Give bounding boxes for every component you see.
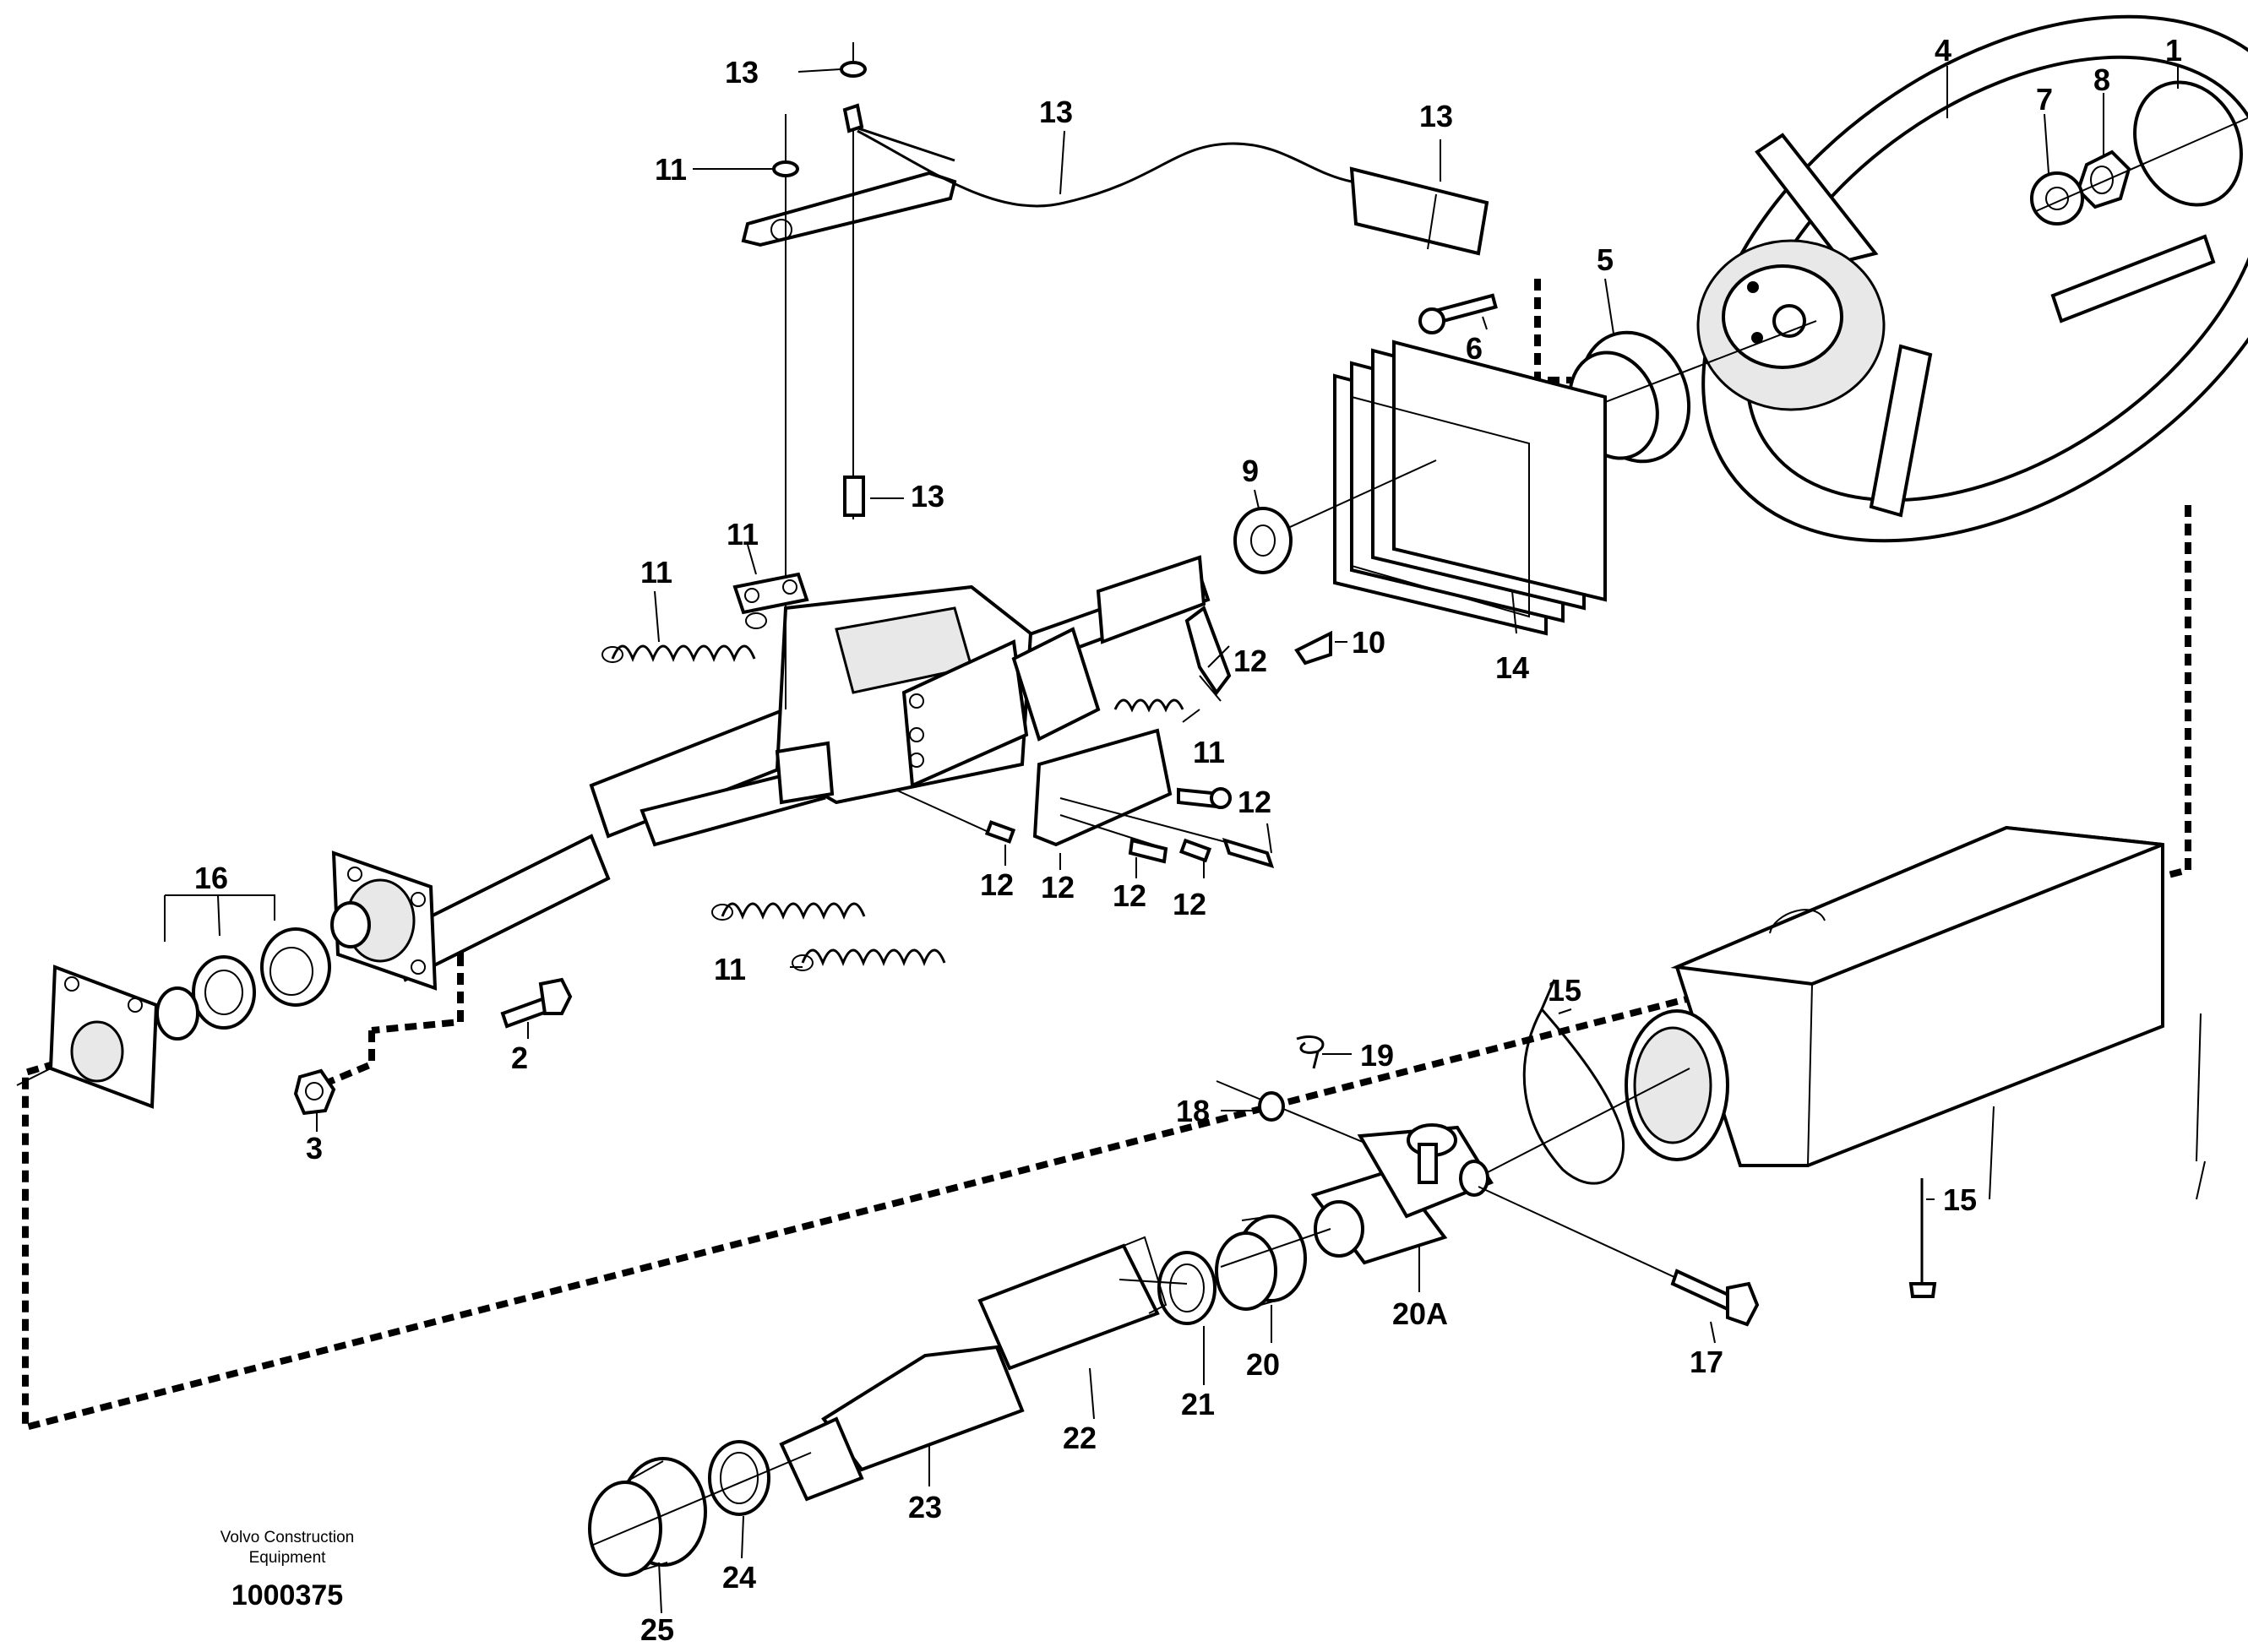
callout-24: 24	[722, 1560, 756, 1595]
callout-2: 2	[511, 1041, 528, 1075]
callout-11e: 11	[714, 952, 746, 986]
universal-joint	[1310, 1123, 1494, 1265]
column-cover	[1625, 825, 2164, 1167]
callout-13c: 13	[1419, 99, 1453, 133]
callout-12b: 12	[1238, 785, 1271, 819]
control-cable	[852, 125, 1353, 208]
callout-18: 18	[1176, 1094, 1210, 1128]
bolt-2	[500, 977, 573, 1029]
callout-22: 22	[1063, 1421, 1097, 1455]
callout-11a: 11	[655, 152, 687, 187]
callout-12d: 12	[1041, 870, 1075, 905]
callout-19: 19	[1360, 1038, 1394, 1073]
clip	[1296, 1035, 1325, 1069]
callout-11c: 11	[640, 555, 672, 590]
callout-12f: 12	[1173, 887, 1206, 921]
callout-25: 25	[640, 1612, 674, 1647]
callout-12a: 12	[1233, 644, 1267, 678]
callout-11d: 11	[1193, 735, 1225, 769]
ring-21	[1157, 1251, 1217, 1325]
callout-14: 14	[1495, 650, 1529, 685]
callout-11b: 11	[727, 517, 759, 552]
callout-15a: 15	[1548, 973, 1581, 1008]
publisher-name-line1: Volvo Construction	[220, 1529, 354, 1546]
leader-lines	[217, 66, 2206, 1614]
callout-10: 10	[1352, 625, 1385, 660]
publisher-footer: Volvo Construction Equipment 1000375	[220, 1529, 354, 1611]
flange-and-bearings	[48, 850, 438, 1109]
callout-13d: 13	[911, 479, 944, 514]
steering-column	[386, 555, 1211, 982]
callout-9: 9	[1242, 454, 1259, 488]
toothed-sector	[1032, 728, 1173, 847]
washer	[1233, 507, 1293, 574]
callout-6: 6	[1466, 331, 1483, 366]
bearing-20	[1215, 1215, 1307, 1311]
washer-18	[1258, 1091, 1285, 1122]
callout-12e: 12	[1113, 878, 1146, 913]
cable-tie	[1522, 1008, 1625, 1185]
ring-24	[708, 1440, 770, 1516]
callout-13b: 13	[1039, 95, 1073, 129]
callout-13a: 13	[725, 55, 759, 90]
callout-5: 5	[1597, 242, 1614, 277]
callout-20: 20	[1246, 1347, 1280, 1382]
nut-3	[293, 1068, 336, 1116]
callout-21: 21	[1181, 1387, 1215, 1421]
callout-8: 8	[2093, 62, 2110, 97]
callout-15b: 15	[1943, 1182, 1977, 1217]
drawing-number: 1000375	[231, 1579, 343, 1611]
callout-16: 16	[194, 861, 228, 895]
key	[1294, 630, 1332, 666]
callout-17: 17	[1690, 1345, 1723, 1379]
callout-12c: 12	[980, 867, 1014, 902]
bushing-25	[588, 1457, 707, 1577]
inner-shaft	[779, 1236, 1168, 1502]
lever-arm	[741, 171, 957, 247]
pins-and-bolts	[895, 787, 1275, 869]
callout-7: 7	[2036, 82, 2053, 117]
callout-labels: 1 4 8 7 5 6 13 13 13 13 11 9 10 14 11 11…	[194, 33, 2182, 1647]
callout-3: 3	[306, 1131, 323, 1166]
rubber-boot	[1333, 340, 1607, 636]
latch	[1184, 605, 1232, 696]
callout-20A: 20A	[1392, 1296, 1448, 1331]
bolt-17	[1670, 1269, 1760, 1327]
publisher-name-line2: Equipment	[249, 1549, 327, 1567]
callout-23: 23	[908, 1490, 942, 1524]
callout-1: 1	[2165, 33, 2182, 68]
callout-4: 4	[1935, 33, 1951, 68]
springs	[601, 612, 1184, 971]
screw	[1418, 293, 1498, 334]
lock-washer	[2030, 171, 2084, 226]
